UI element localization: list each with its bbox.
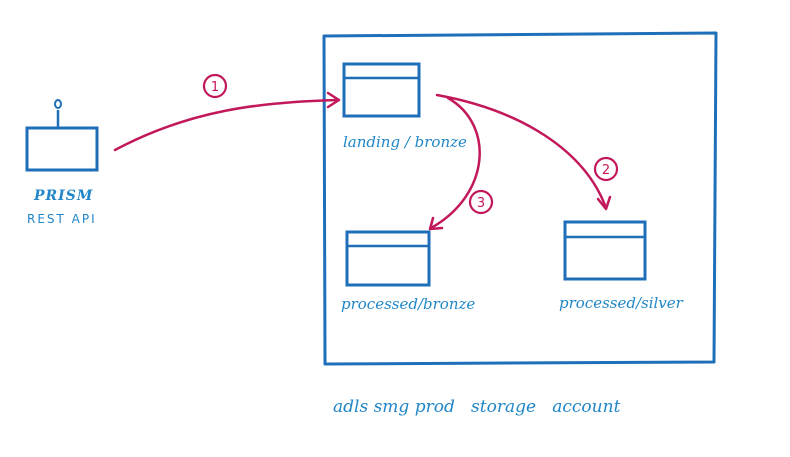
landing-label: landing / bronze	[343, 133, 467, 151]
arrow-2-line	[435, 93, 608, 210]
storage-account-boundary	[322, 31, 718, 366]
landing-box	[342, 62, 421, 118]
step-3-marker	[468, 189, 494, 215]
arrow-3-head	[428, 216, 444, 231]
processed-silver-box	[563, 220, 647, 281]
step-1-marker	[202, 73, 228, 99]
prism-box	[25, 126, 99, 172]
step-1-number: 1	[211, 80, 219, 95]
landing-bronze-container: landing / bronze	[342, 62, 467, 151]
step-2-number: 2	[602, 163, 610, 178]
prism-subtitle: REST API	[27, 212, 97, 226]
arrow-step-2: 2	[435, 93, 619, 211]
arrow-step-3: 3	[428, 96, 494, 231]
arrow-3-line	[429, 96, 481, 230]
arrow-1-line	[113, 98, 340, 152]
step-3-number: 3	[477, 196, 485, 211]
storage-account-label: adls smg prod storage account	[333, 397, 621, 417]
arrow-step-1: 1	[113, 73, 341, 152]
processed-bronze-label: processed/bronze	[341, 295, 475, 313]
step-2-marker	[593, 156, 619, 182]
prism-label: PRISM	[33, 188, 93, 204]
prism-source: PRISM REST API	[25, 99, 99, 226]
processed-bronze-box	[345, 230, 431, 287]
prism-antenna-tip	[54, 99, 62, 109]
arrow-1-head	[326, 91, 341, 109]
arrow-2-head	[596, 195, 612, 211]
processed-bronze-container: processed/bronze	[341, 230, 475, 313]
processed-silver-container: processed/silver	[559, 220, 684, 312]
processed-silver-label: processed/silver	[559, 294, 684, 312]
